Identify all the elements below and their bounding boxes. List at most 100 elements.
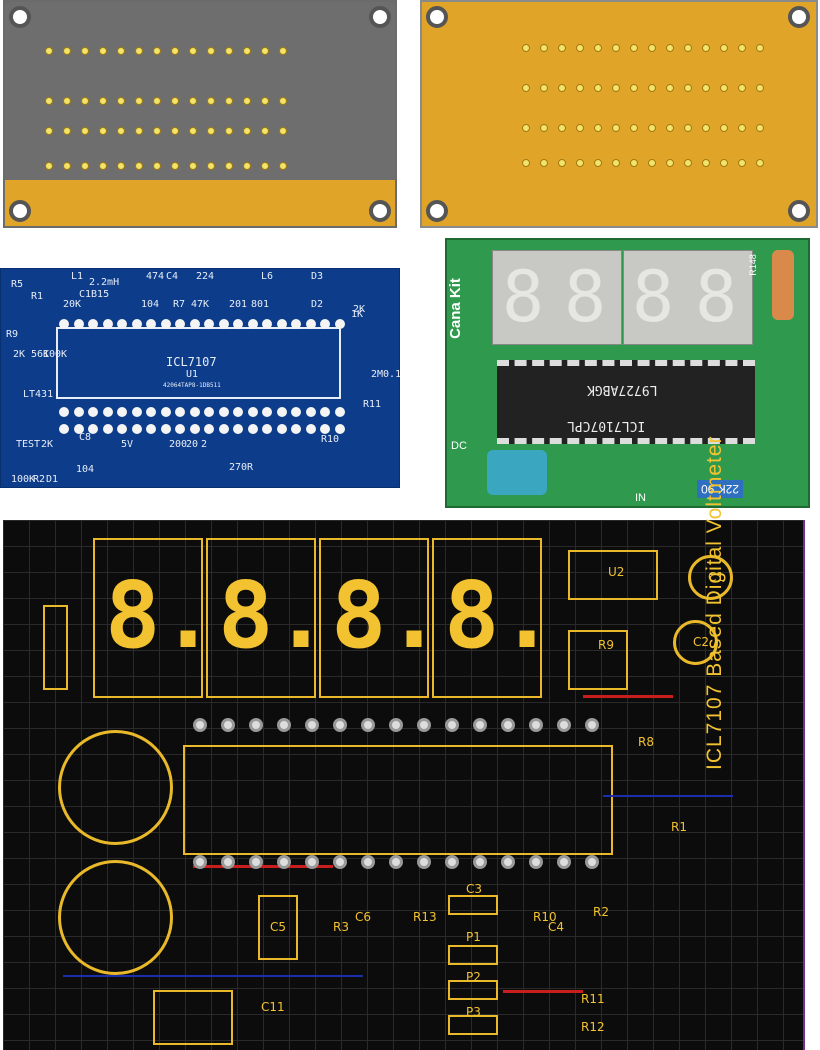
solder-pad <box>63 127 71 135</box>
ic-pad <box>529 855 543 869</box>
solder-pad <box>153 47 161 55</box>
solder-pad <box>262 424 272 434</box>
ic-pad <box>193 718 207 732</box>
solder-pad <box>684 124 692 132</box>
silkscreen-label: 2K <box>41 439 54 450</box>
solder-pad <box>320 407 330 417</box>
solder-pad <box>189 47 197 55</box>
ic-pad <box>333 718 347 732</box>
solder-pad <box>171 162 179 170</box>
solder-pad <box>204 407 214 417</box>
solder-pad <box>102 319 113 329</box>
solder-pad <box>305 424 316 434</box>
ref-c5: C5 <box>270 920 287 934</box>
solder-pad <box>117 47 125 55</box>
silkscreen-label: R2 <box>33 474 46 485</box>
solder-pad <box>135 162 143 170</box>
ic-chip: ICL7107CPL L9727ABGK <box>497 360 755 444</box>
chip-label: ICL7107CPL <box>567 418 646 433</box>
solder-pad <box>702 44 710 52</box>
silkscreen-label: C1B15 <box>79 289 110 300</box>
solder-pad <box>279 162 287 170</box>
solder-pad <box>261 97 269 105</box>
solder-pad <box>218 424 229 434</box>
solder-pad <box>261 47 269 55</box>
ref-r8: R8 <box>638 735 654 749</box>
solder-pad <box>189 319 200 329</box>
silkscreen-label: 2M0.1 <box>371 369 402 380</box>
solder-pad <box>73 424 84 434</box>
solder-pad <box>225 97 233 105</box>
ref-r3: R3 <box>333 920 349 934</box>
silkscreen-label: R7 <box>173 299 186 310</box>
solder-pad <box>522 44 530 52</box>
solder-pad <box>45 97 53 105</box>
solder-pad <box>612 44 620 52</box>
solder-pad <box>59 319 69 329</box>
solder-pad <box>279 97 287 105</box>
brand-label: Cana Kit <box>446 278 464 339</box>
silkscreen-label: 104 <box>76 464 95 475</box>
copper-pour <box>5 2 395 180</box>
ic-pad <box>445 855 459 869</box>
display-digit: 8 <box>502 256 545 338</box>
ic-pad <box>333 855 347 869</box>
bottom-trace <box>63 975 363 977</box>
solder-pad <box>276 407 287 417</box>
silkscreen-label: C8 <box>79 432 92 443</box>
solder-pad <box>146 407 156 417</box>
solder-pad <box>225 47 233 55</box>
solder-pad <box>218 319 229 329</box>
solder-pad <box>540 159 548 167</box>
silkscreen-label: 100K <box>43 349 68 360</box>
silkscreen-label: 5V <box>121 439 134 450</box>
silkscreen-label: 104 <box>141 299 160 310</box>
battery-holder <box>58 730 173 845</box>
mount-hole <box>9 6 31 28</box>
ic-pad <box>249 855 263 869</box>
solder-pad <box>756 44 764 52</box>
solder-pad <box>117 424 127 434</box>
solder-pad <box>99 97 107 105</box>
ref-r13: R13 <box>413 910 437 924</box>
solder-pad <box>576 84 584 92</box>
solder-pad <box>594 84 602 92</box>
silkscreen-label: 47K <box>191 299 210 310</box>
ref-p1: P1 <box>466 930 481 944</box>
ic-pad <box>557 718 571 732</box>
solder-pad <box>522 124 530 132</box>
silkscreen-label: 224 <box>196 271 215 282</box>
ic-pad <box>389 855 403 869</box>
ref-c3: C3 <box>466 882 483 896</box>
ref-r12: R12 <box>581 1020 605 1034</box>
solder-pad <box>291 407 301 417</box>
top-trace <box>503 990 583 993</box>
solder-pad <box>243 97 251 105</box>
solder-pad <box>558 44 566 52</box>
solder-pad <box>189 97 197 105</box>
solder-pad <box>175 407 185 417</box>
silkscreen-label: 201 <box>229 299 248 310</box>
solder-pad <box>207 47 215 55</box>
solder-pad <box>648 84 656 92</box>
ref-c1: C1 <box>708 570 725 584</box>
ref-r11: R11 <box>581 992 605 1006</box>
dc-label: DC <box>451 440 467 452</box>
solder-pad <box>279 127 287 135</box>
silkscreen-label: 56K <box>31 349 50 360</box>
solder-pad <box>702 159 710 167</box>
solder-pad <box>630 44 638 52</box>
ic-pad <box>585 718 599 732</box>
solder-pad <box>594 159 602 167</box>
ic-pad <box>473 718 487 732</box>
solder-pad <box>630 159 638 167</box>
solder-pad <box>612 84 620 92</box>
solder-pad <box>171 97 179 105</box>
solder-pad <box>189 424 200 434</box>
solder-pad <box>207 97 215 105</box>
ic-pad <box>361 718 375 732</box>
silkscreen-label: L6 <box>261 271 274 282</box>
p1-footprint <box>448 945 498 965</box>
solder-pad <box>171 47 179 55</box>
ic-pad <box>193 855 207 869</box>
